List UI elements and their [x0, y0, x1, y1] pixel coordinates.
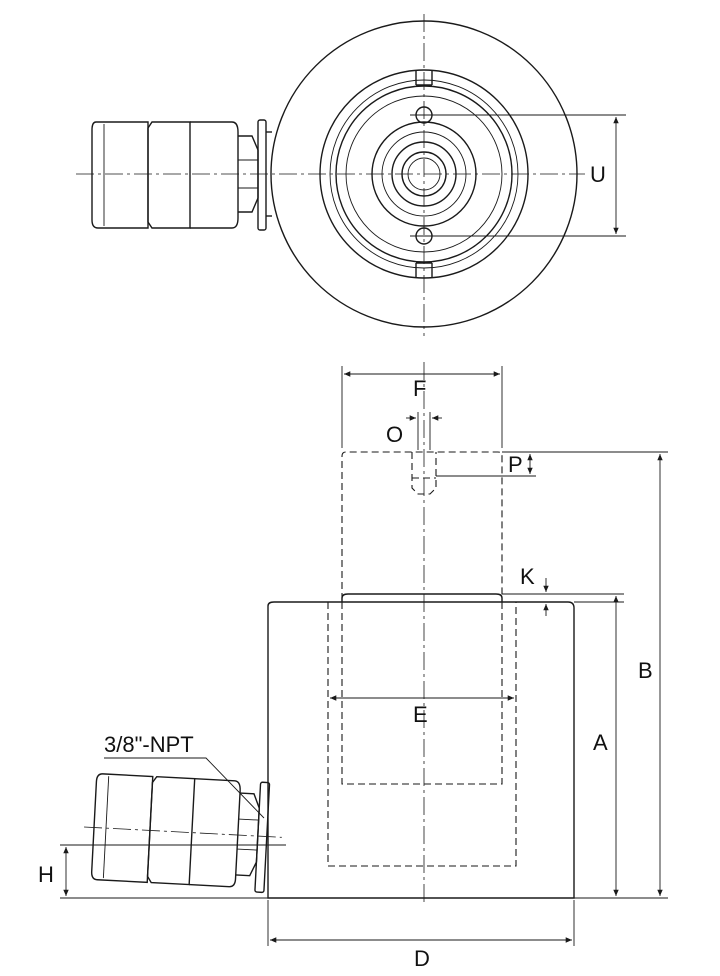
saddle-circle-3 — [391, 141, 457, 207]
outer-body-circle — [270, 20, 578, 328]
ring-inner-circle — [335, 85, 513, 263]
top-coupler-sleeve — [147, 121, 191, 229]
label-b: B — [638, 658, 653, 683]
top-view: U — [76, 14, 626, 336]
side-view: F O P B K A E D — [38, 362, 668, 971]
side-coupler-body — [189, 778, 241, 888]
retracted-plunger — [341, 602, 503, 785]
label-o: O — [386, 422, 403, 447]
top-coupler-cap — [91, 121, 149, 229]
inner-bore — [327, 602, 517, 867]
side-coupler-flange — [254, 781, 271, 894]
cylinder-body — [267, 601, 575, 899]
top-coupler — [91, 119, 272, 231]
saddle-hole — [411, 452, 437, 495]
label-a: A — [593, 730, 608, 755]
ring-outer-circle — [319, 69, 529, 279]
saddle-circle-5 — [407, 157, 441, 191]
ring-middle-circle — [329, 79, 519, 269]
label-f: F — [413, 376, 426, 401]
saddle-circle-2 — [381, 131, 467, 217]
label-port: 3/8"-NPT — [104, 732, 194, 757]
side-coupler-hex-flat-1 — [238, 818, 259, 821]
port-leader — [104, 757, 265, 819]
top-coupler-body — [190, 121, 239, 229]
side-coupler-axis — [84, 826, 282, 838]
extended-plunger-outline — [341, 451, 503, 600]
plunger-outer-circle — [345, 95, 503, 253]
bottom-notch — [415, 262, 433, 277]
label-e: E — [413, 702, 428, 727]
label-d: D — [414, 946, 430, 971]
label-u: U — [590, 162, 606, 187]
top-coupler-flange — [257, 119, 267, 231]
label-p: P — [508, 452, 523, 477]
plunger-top — [341, 593, 503, 602]
saddle-circle-1 — [371, 121, 477, 227]
side-coupler-hex-flat-2 — [237, 848, 258, 851]
side-coupler-cap — [91, 773, 154, 884]
saddle-circle-4 — [401, 151, 447, 197]
label-h: H — [38, 862, 54, 887]
side-coupler-cap-edge — [102, 776, 110, 879]
side-coupler — [84, 773, 282, 894]
top-notch — [415, 71, 433, 86]
label-k: K — [520, 564, 535, 589]
